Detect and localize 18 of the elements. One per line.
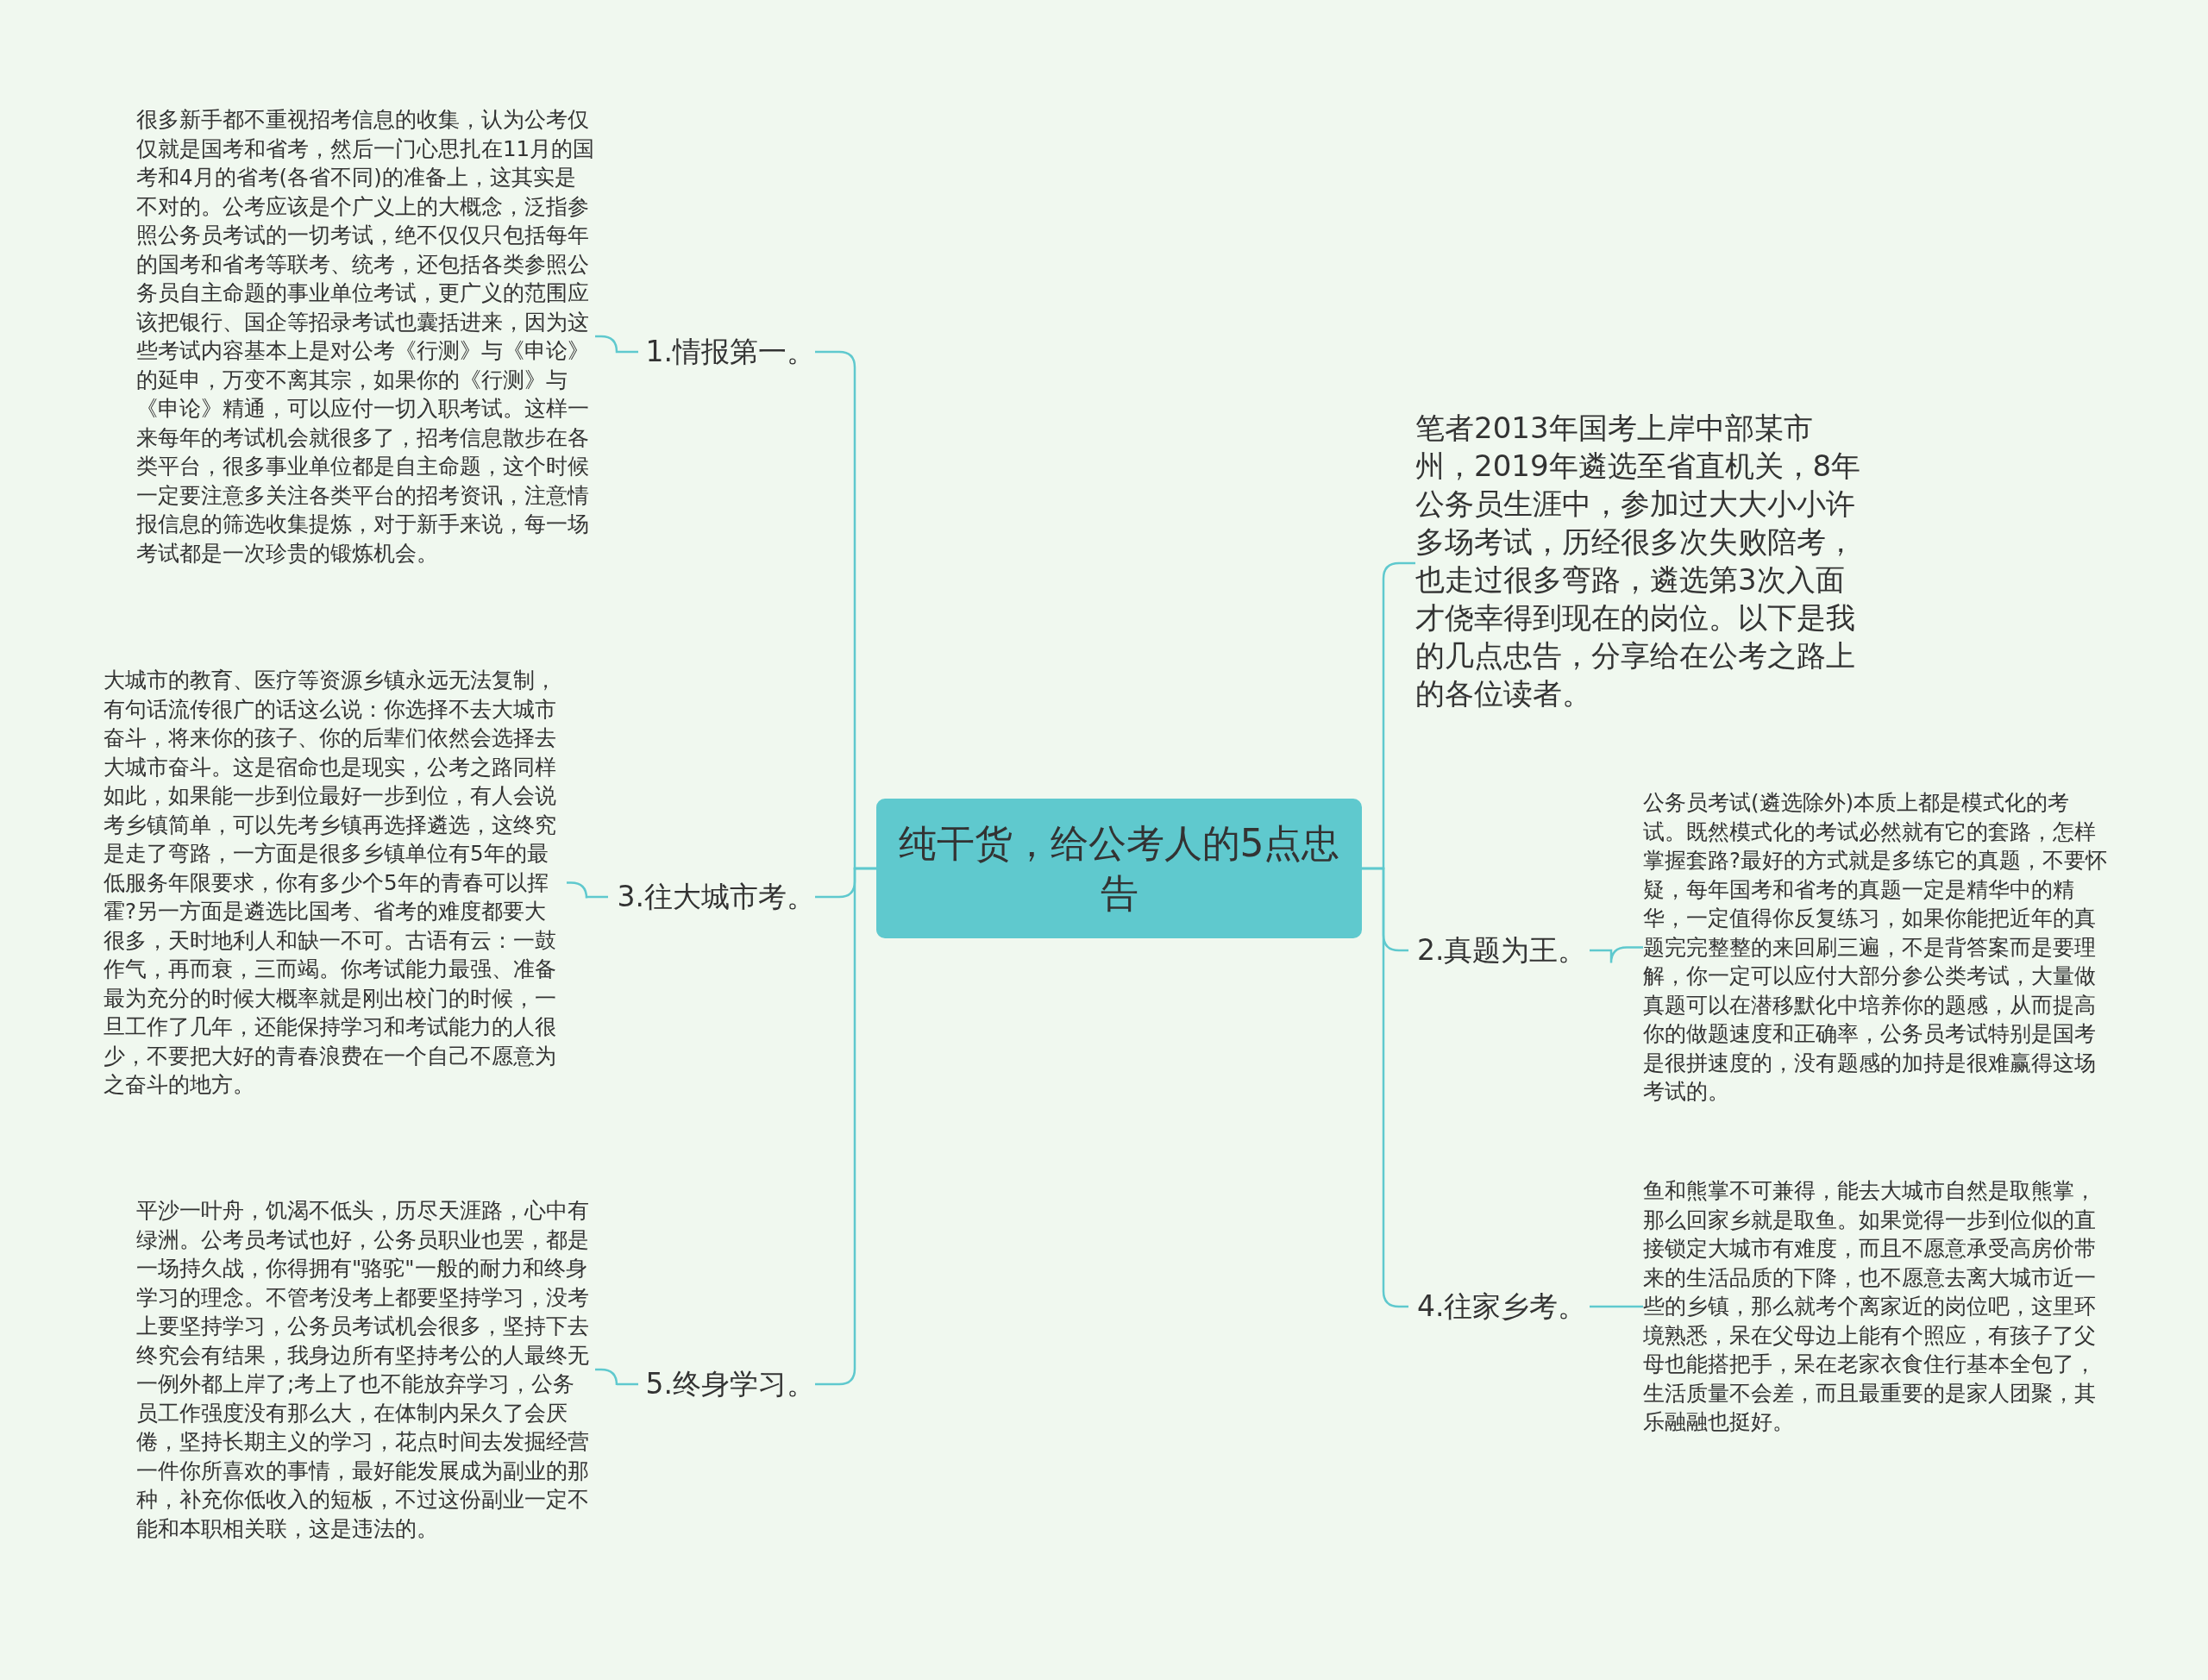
connector-line <box>567 881 608 900</box>
topic-box: 纯干货，给公考人的5点忠告 <box>876 799 1362 938</box>
note-text: 很多新手都不重视招考信息的收集，认为公考仅仅就是国考和省考，然后一门心思扎在11月的国考和4月的省考(各省不同)的准备上，这其实是不对的。公考应该是个广义上的大概念，泛指参照公务员考试的一切考试，绝不仅仅只包括每年的国考和省考等联考、统考，还包括各类参照公务员自主命题的事业单位考试，更广义的范围应该把银行、国企等招录考试也囊括进来，因为这些考试内容基本上是对公考《行测》与《申论》的延申，万变不离其宗，如果你的《行测》与《申论》精通，可以应付一切入职考试。这样一来每年的考试机会就很多了，招考信息散步在各类平台，很多事业单位都是自主命题，这个时候一定要注意多关注各类平台的招考资讯，注意情报信息的筛选收集提炼，对于新手来说，每一场考试都是一次珍贵的锻炼机会。 <box>136 105 595 567</box>
branch-label: 1.情报第一。 <box>638 333 815 371</box>
connector-line <box>815 867 876 1386</box>
note-text: 笔者2013年国考上岸中部某市州，2019年遴选至省直机关，8年公务员生涯中，参加过大大小小许多场考试，历经很多次失败陪考，也走过很多弯路，遴选第3次入面才侥幸得到现在的岗位。以下是我的几点忠告，分享给在公考之路上的各位读者。 <box>1415 409 1866 712</box>
connector-line <box>595 335 638 354</box>
branch-label: 5.终身学习。 <box>638 1365 815 1403</box>
branch-label: 3.往大城市考。 <box>608 878 815 916</box>
note-text: 平沙一叶舟，饥渴不低头，历尽天涯路，心中有绿洲。公考员考试也好，公务员职业也罢，都是一场持久战，你得拥有"骆驼"一般的耐力和终身学习的理念。不管考没考上都要坚持学习，没考上要坚持学习，公务员考试机会很多，坚持下去终究会有结果，我身边所有坚持考公的人最终无一例外都上岸了;考上了也不能放弃学习，公务员工作强度没有那么大，在体制内呆久了会厌倦，坚持长期主义的学习，花点时间去发掘经营一件你所喜欢的事情，最好能发展成为副业的那种，补充你低收入的短板，不过这份副业一定不能和本职相关联，这是违法的。 <box>136 1196 595 1543</box>
connector-line <box>595 1368 638 1387</box>
connector-line <box>1590 946 1643 964</box>
branch-label: 2.真题为王。 <box>1408 931 1590 969</box>
note-text: 鱼和熊掌不可兼得，能去大城市自然是取熊掌，那么回家乡就是取鱼。如果觉得一步到位似的直接锁定大城市有难度，而且不愿意承受高房价带来的生活品质的下降，也不愿意去离大城市近一些的乡镇，那么就考个离家近的岗位吧，这里环境熟悉，呆在父母边上能有个照应，有孩子了父母也能搭把手，呆在老家衣食住行基本全包了，生活质量不会差，而且最重要的是家人团聚，其乐融融也挺好。 <box>1643 1176 2109 1437</box>
note-text: 大城市的教育、医疗等资源乡镇永远无法复制，有句话流传很广的话这么说：你选择不去大城市奋斗，将来你的孩子、你的后辈们依然会选择去大城市奋斗。这是宿命也是现实，公考之路同样如此，如果能一步到位最好一步到位，有人会说考乡镇简单，可以先考乡镇再选择遴选，这终究是走了弯路，一方面是很多乡镇单位有5年的最低服务年限要求，你有多少个5年的青春可以挥霍?另一方面是遴选比国考、省考的难度都要大很多，天时地利人和缺一不可。古语有云：一鼓作气，再而衰，三而竭。你考试能力最强、准备最为充分的时候大概率就是刚出校门的时候，一旦工作了几年，还能保持学习和考试能力的人很少，不要把大好的青春浪费在一个自己不愿意为之奋斗的地方。 <box>104 666 567 1100</box>
connector-line <box>1590 1305 1643 1308</box>
note-text: 公务员考试(遴选除外)本质上都是模式化的考试。既然模式化的考试必然就有它的套路，怎样掌握套路?最好的方式就是多练它的真题，不要怀疑，每年国考和省考的真题一定是精华中的精华，一定值得你反复练习，如果你能把近年的真题完完整整的来回刷三遍，不是背答案而是要理解，你一定可以应付大部分参公类考试，大量做真题可以在潜移默化中培养你的题感，从而提高你的做题速度和正确率，公务员考试特别是国考是很拼速度的，没有题感的加持是很难赢得这场考试的。 <box>1643 788 2109 1106</box>
branch-label: 4.往家乡考。 <box>1408 1288 1590 1326</box>
